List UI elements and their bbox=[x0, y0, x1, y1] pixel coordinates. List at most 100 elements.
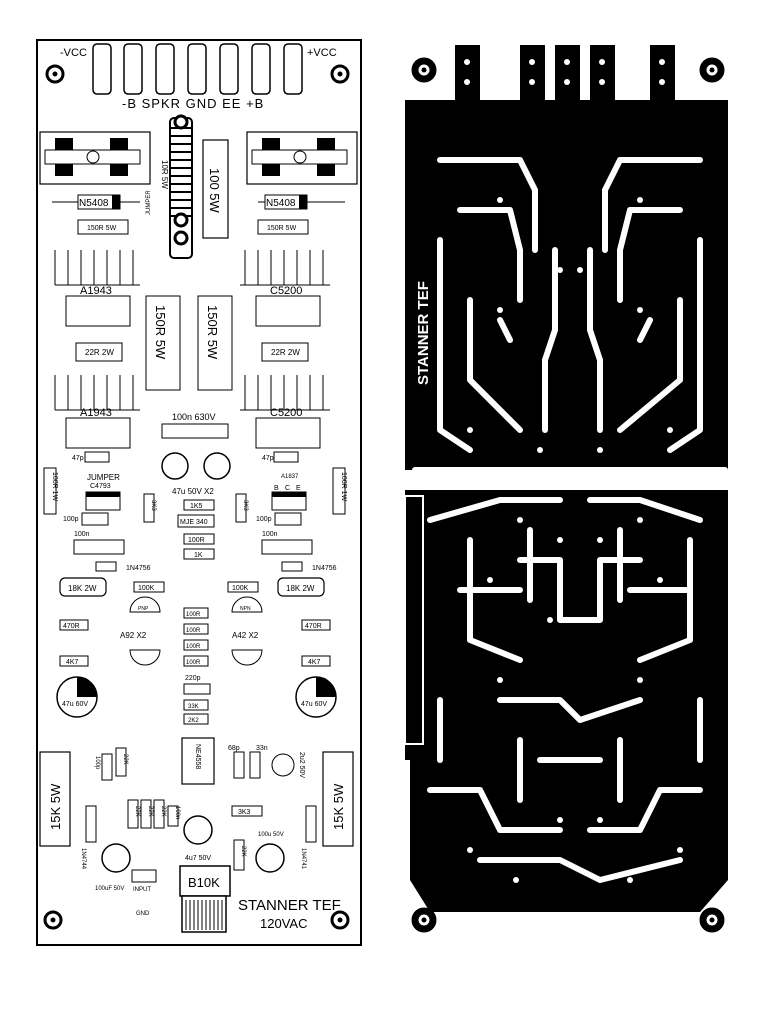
pot-b10k: B10K bbox=[188, 875, 220, 890]
cap-68p: 68p bbox=[228, 745, 240, 752]
terminal-labels: -B SPKR GND EE +B bbox=[122, 96, 264, 111]
diode-right-label: N5408 bbox=[266, 198, 296, 209]
cap-100n-630v: 100n 630V bbox=[172, 412, 216, 422]
cap-100n-left: 100n bbox=[74, 531, 90, 538]
resistor-22r-right: 22R 2W bbox=[271, 348, 300, 357]
resistor-2k2: 2K2 bbox=[188, 718, 199, 724]
resistor-22k-b: 22K bbox=[134, 806, 140, 817]
cap-100u-50v: 100u 50V bbox=[258, 832, 284, 838]
resistor-470r-right: 470R bbox=[305, 623, 322, 630]
voltage-label: 120VAC bbox=[260, 916, 307, 931]
zener-1n4756-left: 1N4756 bbox=[126, 565, 151, 572]
resistor-3k3-input: 3K3 bbox=[238, 809, 251, 816]
resistor-10r-label: 10R 5W bbox=[160, 160, 169, 189]
output-inductor bbox=[169, 114, 193, 259]
cap-4u7-50v: 4u7 50V bbox=[185, 855, 211, 862]
transistor-a42-label: A42 X2 bbox=[232, 631, 259, 640]
opamp-ne4558: NE4558 bbox=[194, 744, 201, 769]
resistor-15k-right: 15K 5W bbox=[331, 783, 346, 830]
transistor-a1943-upper: A1943 bbox=[80, 285, 112, 297]
pcb-pads bbox=[464, 59, 683, 883]
resistor-22k-e: 22K bbox=[240, 846, 246, 857]
driver-mje340: MJE 340 bbox=[180, 519, 208, 526]
cap-33n: 33n bbox=[256, 745, 268, 752]
diode-1n4741: 1N4741 bbox=[300, 848, 306, 870]
resistor-470r-left: 470R bbox=[63, 623, 80, 630]
resistor-4k7-left: 4K7 bbox=[66, 659, 79, 666]
cap-47p-left: 47p bbox=[72, 455, 84, 462]
resistor-100r-stack-1: 100R bbox=[186, 612, 201, 618]
copper-ground-plane bbox=[405, 45, 728, 470]
jumper-small-label: JUMPER bbox=[146, 190, 152, 215]
resistor-3k3-left: 3K3 bbox=[150, 500, 156, 511]
small-transistor bbox=[129, 596, 263, 666]
cap-100n-input: 100n bbox=[174, 806, 180, 819]
driver-c4793: C4793 bbox=[90, 483, 111, 490]
gnd-label: GND bbox=[136, 911, 150, 917]
pcb-brand-label: STANNER TEF bbox=[415, 281, 432, 385]
diode-left-label: N5408 bbox=[79, 198, 109, 209]
transistor-a92-label: A92 X2 bbox=[120, 631, 147, 640]
resistor-100k-left: 100K bbox=[138, 585, 155, 592]
copper-layer-panel: STANNER TEF bbox=[404, 45, 728, 933]
cap-47p-right: 47p bbox=[262, 455, 274, 462]
vcc-neg-label: -VCC bbox=[60, 47, 87, 59]
resistor-150r-top-right: 150R 5W bbox=[267, 225, 297, 232]
resistor-stack bbox=[183, 607, 209, 667]
cap-2u2-50v: 2u2 50V bbox=[298, 752, 305, 778]
resistor-100r-stack-4: 100R bbox=[186, 660, 201, 666]
resistor-100k-right: 100K bbox=[232, 585, 249, 592]
resistor-100r-1w-right: 100R 1W bbox=[340, 472, 347, 502]
resistor-100-5w-label: 100 5W bbox=[207, 168, 222, 214]
pnp-mark: PNP bbox=[138, 606, 149, 612]
transistor-c5200-upper: C5200 bbox=[270, 285, 302, 297]
transistor-a1943-lower: A1943 bbox=[80, 407, 112, 419]
resistor-3k3-right: 3K3 bbox=[242, 500, 248, 511]
diode-1n4744: 1N4744 bbox=[80, 848, 86, 870]
brand-label: STANNER TEF bbox=[238, 897, 341, 914]
driver-pin-c: C bbox=[285, 485, 290, 492]
resistor-18k-right: 18K 2W bbox=[286, 584, 315, 593]
cap-47u-60v-right: 47u 60V bbox=[301, 701, 327, 708]
terminal-block bbox=[92, 43, 303, 95]
resistor-15k-left: 15K 5W bbox=[48, 783, 63, 830]
cap-100p-right: 100p bbox=[256, 516, 272, 523]
driver-pin-e: E bbox=[296, 485, 301, 492]
driver-a1837: A1837 bbox=[281, 474, 299, 480]
resistor-22r-left: 22R 2W bbox=[85, 348, 114, 357]
pcb-mounting-hole-icon bbox=[411, 57, 725, 933]
input-label: INPUT bbox=[133, 887, 151, 893]
resistor-1k5: 1K5 bbox=[190, 503, 203, 510]
resistor-22k-a: 22K bbox=[122, 754, 128, 765]
resistor-150r-top-left: 150R 5W bbox=[87, 225, 117, 232]
npn-mark: NPN bbox=[240, 606, 251, 612]
resistor-150r-vertical-right: 150R 5W bbox=[205, 305, 220, 360]
pcb-traces bbox=[412, 157, 728, 883]
resistor-22k-c: 22K bbox=[147, 806, 153, 817]
diode-n5408 bbox=[52, 194, 345, 210]
resistor-1k: 1K bbox=[194, 552, 203, 559]
fuse-holder bbox=[39, 131, 358, 185]
jumper-label: JUMPER bbox=[87, 473, 120, 482]
transistor-c5200-lower: C5200 bbox=[270, 407, 302, 419]
component-overlay-panel: -VCC +VCC -B SPKR GND EE +B 10R 5W JUMPE… bbox=[36, 39, 362, 946]
heatsink bbox=[54, 375, 330, 411]
heatsink bbox=[54, 250, 330, 286]
resistor-22k-d: 22K bbox=[160, 806, 166, 817]
resistor-100r-1w-left: 100R 1W bbox=[51, 472, 58, 502]
driver-pin-b: B bbox=[274, 485, 279, 492]
resistor-100r-mid: 100R bbox=[188, 537, 205, 544]
resistor-33k: 33K bbox=[188, 704, 199, 710]
cap-100n-right: 100n bbox=[262, 531, 278, 538]
resistor-150r-vertical-left: 150R 5W bbox=[153, 305, 168, 360]
cap-220p: 220p bbox=[185, 675, 201, 682]
mounting-hole-icon bbox=[43, 64, 350, 930]
cap-100p-left: 100p bbox=[63, 516, 79, 523]
cap-100p-input: 100p bbox=[94, 756, 100, 770]
resistor-100r-stack-3: 100R bbox=[186, 644, 201, 650]
cap-47u-60v-left: 47u 60V bbox=[62, 701, 88, 708]
caps-47u-label: 47u 50V X2 bbox=[172, 487, 214, 496]
resistor-18k-left: 18K 2W bbox=[68, 584, 97, 593]
cap-100uf-50v: 100uF 50V bbox=[95, 886, 124, 892]
